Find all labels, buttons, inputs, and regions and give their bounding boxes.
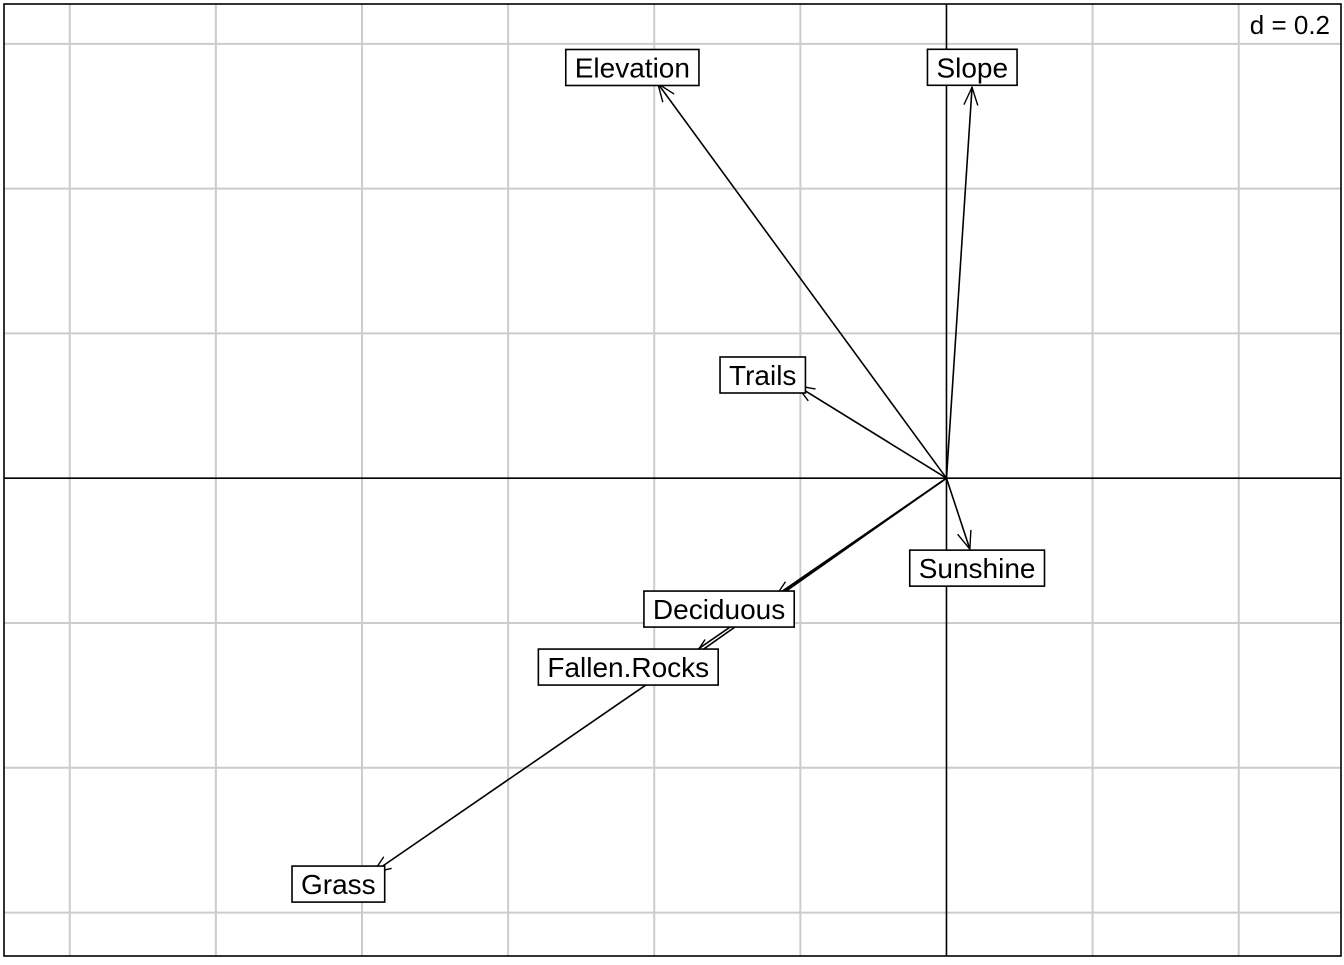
vector-labels: Elevation SlopeTrailsSunshineDeciduousFal… [291,48,1046,903]
vector-label-box-grass [291,865,386,903]
vector-label-box-trails [719,356,807,394]
scale-label: d = 0.2 [1250,10,1330,40]
plot-frame [3,3,1342,957]
vector-label-text-fallen-rocks: Fallen.Rocks [547,652,709,683]
vector-label-sunshine: Sunshine [908,549,1046,587]
vector-label-box-sunshine [908,549,1046,587]
vector-label-fallen-rocks: Fallen.Rocks [537,648,719,686]
vector-label-deciduous: Deciduous [643,590,796,628]
vector-label-box-deciduous [643,590,796,628]
vector-label-text-slope: Slope [936,52,1008,83]
vector-label-trails: Trails [719,356,807,394]
vector-label-slope: Slope [926,48,1018,87]
vector-label-box-slope [926,48,1018,87]
vector-label-box-fallen-rocks [537,648,719,686]
vector-arrow-trails [797,386,947,479]
vector-label-text-elevation: Elevation [575,53,690,84]
vector-label-box-elevation [564,48,700,87]
vector-label-text-grass: Grass [301,869,376,900]
grid-lines [4,4,1341,956]
vector-arrow-elevation [658,84,948,479]
vector-label-text-deciduous: Deciduous [653,594,785,625]
vector-label-text-sunshine: Sunshine [919,553,1036,584]
axes [4,4,1341,956]
vector-arrow-slope [945,87,972,479]
vector-label-grass: Grass [291,865,386,903]
vector-label-text-trails: Trails [729,360,796,391]
vector-arrow-sunshine [945,477,969,549]
vector-label-elevation: Elevation [564,48,700,87]
